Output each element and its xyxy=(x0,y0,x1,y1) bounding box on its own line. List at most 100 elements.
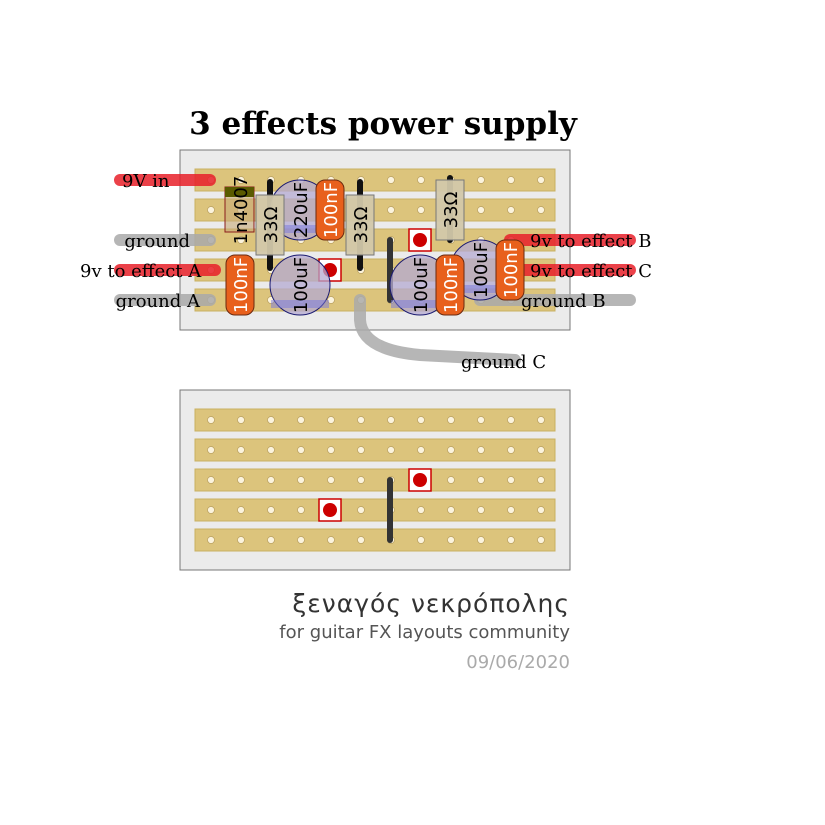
hole xyxy=(417,176,425,184)
components: 1n4007 220uF 100uF 100uF 100uF 33Ω xyxy=(224,176,525,316)
capacitor-100nf-c: 100nF xyxy=(495,239,525,301)
hole xyxy=(507,446,515,454)
copper-strip xyxy=(194,498,556,522)
hole xyxy=(357,506,365,514)
resistor-label: 33Ω xyxy=(261,206,282,243)
label-ground-b: ground B xyxy=(521,291,606,312)
resistor-label: 33Ω xyxy=(441,191,462,228)
hole xyxy=(237,536,245,544)
credit-date: 09/06/2020 xyxy=(466,652,570,673)
hole xyxy=(477,416,485,424)
credit-community: for guitar FX layouts community xyxy=(279,622,570,643)
hole xyxy=(387,206,395,214)
hole xyxy=(357,416,365,424)
hole xyxy=(387,446,395,454)
label-ground-a: ground A xyxy=(116,291,201,312)
hole xyxy=(237,506,245,514)
capacitor-100nf-a: 100nF xyxy=(225,254,255,316)
hole xyxy=(477,446,485,454)
hole xyxy=(447,506,455,514)
label-effect-b: 9v to effect B xyxy=(530,231,652,252)
hole xyxy=(387,416,395,424)
resistor-33-3: 33Ω xyxy=(435,179,465,241)
cap-label: 100nF xyxy=(501,242,522,298)
hole xyxy=(207,536,215,544)
credit-author: ξεναγός νεκρόπολης xyxy=(292,589,570,618)
hole xyxy=(237,446,245,454)
hole xyxy=(537,506,545,514)
hole xyxy=(417,536,425,544)
capacitor-100uf-a: 100uF xyxy=(269,254,331,316)
resistor-33-1: 33Ω xyxy=(255,194,285,256)
hole xyxy=(237,476,245,484)
copper-strip xyxy=(194,438,556,462)
hole xyxy=(327,476,335,484)
hole xyxy=(447,416,455,424)
copper-strip xyxy=(194,468,556,492)
label-9v-in: 9V in xyxy=(122,171,170,192)
hole xyxy=(267,416,275,424)
hole xyxy=(297,536,305,544)
wires xyxy=(114,174,636,366)
hole xyxy=(477,206,485,214)
hole xyxy=(297,506,305,514)
hole xyxy=(327,446,335,454)
hole xyxy=(207,446,215,454)
hole xyxy=(267,476,275,484)
hole xyxy=(297,476,305,484)
hole xyxy=(537,476,545,484)
cap-label: 100uF xyxy=(411,257,432,313)
hole xyxy=(267,506,275,514)
hole xyxy=(207,506,215,514)
hole xyxy=(477,476,485,484)
hole xyxy=(477,536,485,544)
capacitor-100nf-b: 100nF xyxy=(435,254,465,316)
cap-label: 100nF xyxy=(441,257,462,313)
hole xyxy=(477,176,485,184)
wire-ground-c xyxy=(354,294,521,366)
hole xyxy=(447,476,455,484)
hole xyxy=(447,446,455,454)
hole xyxy=(297,416,305,424)
capacitor-220uf: 220uF xyxy=(269,179,331,241)
hole xyxy=(387,176,395,184)
hole xyxy=(537,446,545,454)
resistor-33-2: 33Ω xyxy=(345,194,375,256)
hole xyxy=(507,416,515,424)
hole xyxy=(357,446,365,454)
hole xyxy=(507,506,515,514)
hole xyxy=(357,536,365,544)
cap-label: 100nF xyxy=(231,257,252,313)
cap-label: 220uF xyxy=(291,182,312,238)
hole xyxy=(207,206,215,214)
hole xyxy=(267,536,275,544)
hole xyxy=(297,446,305,454)
cap-label: 100uF xyxy=(471,242,492,298)
hole xyxy=(327,536,335,544)
hole xyxy=(357,476,365,484)
page-title: 3 effects power supply xyxy=(189,106,578,142)
label-ground: ground xyxy=(124,231,190,252)
hole xyxy=(507,536,515,544)
hole xyxy=(537,536,545,544)
hole xyxy=(237,416,245,424)
hole xyxy=(417,206,425,214)
hole xyxy=(537,176,545,184)
cap-label: 100uF xyxy=(291,257,312,313)
hole xyxy=(477,506,485,514)
hole xyxy=(237,236,245,244)
hole xyxy=(507,176,515,184)
diode-label: 1n4007 xyxy=(231,176,252,245)
label-ground-c: ground C xyxy=(461,352,546,373)
hole xyxy=(447,536,455,544)
hole xyxy=(207,476,215,484)
hole xyxy=(417,446,425,454)
hole xyxy=(417,416,425,424)
hole xyxy=(267,446,275,454)
diode-1n4007: 1n4007 xyxy=(224,176,255,245)
capacitor-100uf-b: 100uF xyxy=(389,254,451,316)
capacitor-100nf-top: 100nF xyxy=(315,179,345,241)
copper-strip xyxy=(194,528,556,552)
wire-labels: 9V in ground 9v to effect A ground A 9v … xyxy=(80,171,652,373)
